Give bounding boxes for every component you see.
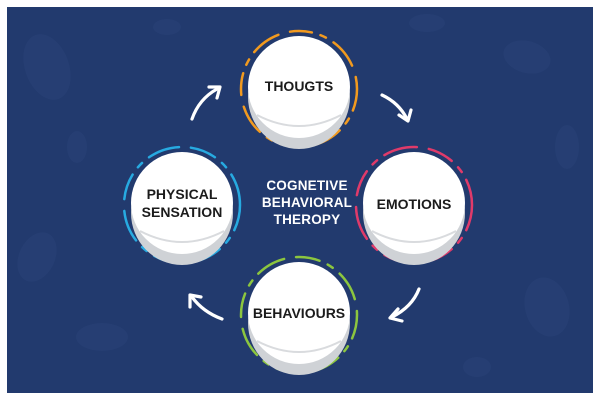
arrow-thoughts-to-emotions <box>380 93 413 123</box>
node-physical-sensation <box>122 145 242 265</box>
arrow-emotions-to-behaviours <box>388 287 421 323</box>
node-physical-label-line1: PHYSICAL <box>146 186 218 202</box>
node-thoughts <box>239 29 359 149</box>
node-physical-label-line2: SENSATION <box>141 204 223 220</box>
background-pattern <box>17 14 579 377</box>
node-emotions <box>354 145 474 265</box>
cycle-arrows <box>188 85 421 323</box>
center-title-line2: BEHAVIORAL <box>261 195 353 210</box>
arrow-physical-to-thoughts <box>190 85 222 121</box>
node-physical-sensation-label: PHYSICAL SENSATION <box>122 185 242 221</box>
arrow-behaviours-to-physical <box>188 293 224 321</box>
node-emotions-label: EMOTIONS <box>376 196 452 212</box>
center-title-line1: COGNETIVE <box>266 178 348 193</box>
node-thoughts-label: THOUGTS <box>264 78 334 94</box>
node-behaviours-label: BEHAVIOURS <box>252 305 346 321</box>
center-title-line3: THEROPY <box>273 212 341 227</box>
cycle-diagram <box>17 14 579 377</box>
center-title: COGNETIVE BEHAVIORAL THEROPY <box>240 177 374 228</box>
node-behaviours <box>239 255 359 375</box>
diagram-canvas: COGNETIVE BEHAVIORAL THEROPY THOUGTS EMO… <box>7 7 593 393</box>
